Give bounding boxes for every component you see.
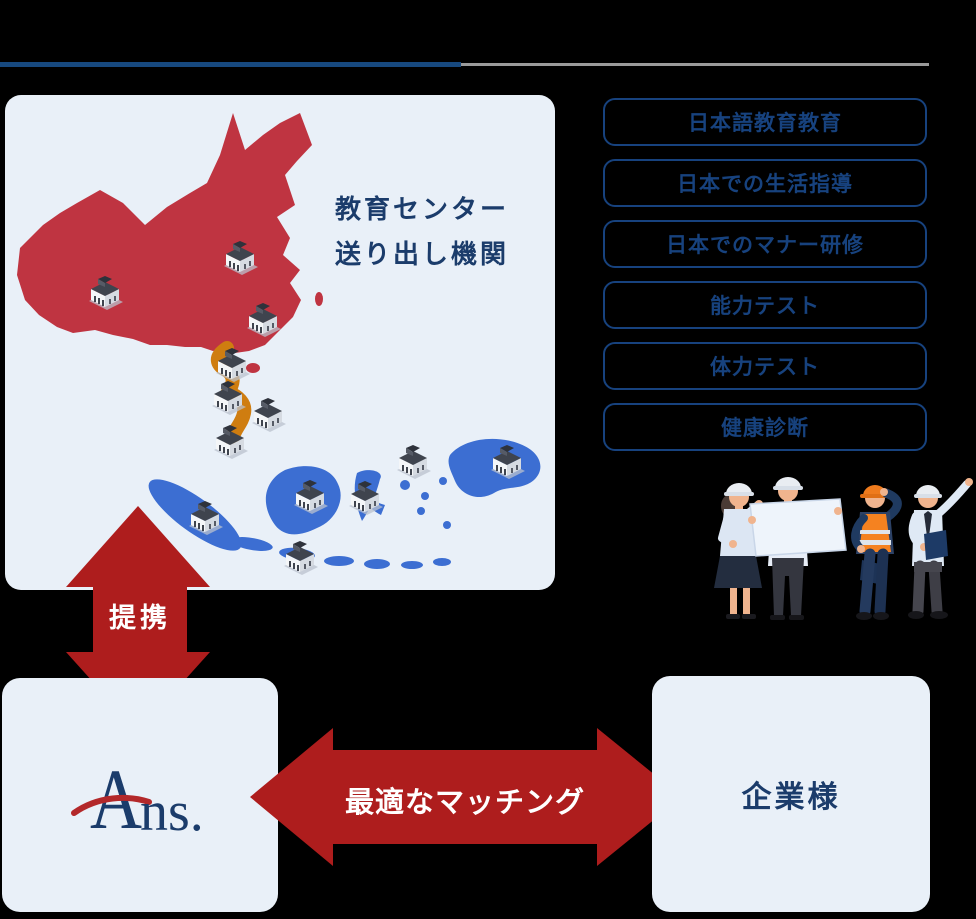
taiwan-island-shape [315,292,323,306]
top-rule-gray-segment [461,63,929,66]
logo-swoosh [71,794,152,816]
worker-woman-figure [714,483,763,619]
matching-arrow-label: 最適なマッチング [344,787,585,819]
building-icon [283,540,319,576]
ans-company-panel: A ns. [2,678,278,912]
client-company-label: 企業様 [741,781,841,814]
map-caption-line1: 教育センター [335,194,510,224]
asia-map [17,113,541,576]
worker-blueprint-man-figure [748,477,847,620]
service-japanese-education-button[interactable]: 日本語教育教育 [603,98,927,146]
worker-vest-figure [851,485,902,620]
client-company-panel: 企業様 [652,676,930,912]
service-label: 体力テスト [710,356,820,379]
map-caption-line2: 送り出し機関 [335,239,510,269]
service-label: 健康診断 [721,417,809,440]
service-physical-test-button[interactable]: 体力テスト [603,342,927,390]
blueprint-sheet [749,498,847,557]
service-manner-training-button[interactable]: 日本でのマナー研修 [603,220,927,268]
worker-pointing-man-figure [908,478,973,619]
hainan-island-shape [246,363,260,373]
service-life-guidance-button[interactable]: 日本での生活指導 [603,159,927,207]
top-rule-blue-segment [0,62,461,67]
china-map-shape [17,113,312,353]
matching-arrow [250,728,682,866]
service-health-check-button[interactable]: 健康診断 [603,403,927,451]
logo-rest: ns. [140,781,204,843]
service-ability-test-button[interactable]: 能力テスト [603,281,927,329]
service-label: 日本でのマナー研修 [666,234,864,257]
service-label: 日本での生活指導 [677,173,853,196]
partnership-arrow-label: 提携 [109,603,171,633]
service-label: 能力テスト [710,295,820,318]
building-icon [251,397,287,433]
building-icon [396,444,432,480]
workers-illustration [714,477,973,620]
ans-logo: A ns. [71,752,204,847]
origin-map-panel: 教育センター 送り出し機関 [5,95,555,590]
map-caption: 教育センター 送り出し機関 [335,187,509,277]
partnership-arrow [66,506,210,732]
training-services-list: 日本語教育教育 日本での生活指導 日本でのマナー研修 能力テスト 体力テスト 健… [603,98,927,464]
service-label: 日本語教育教育 [688,112,842,135]
